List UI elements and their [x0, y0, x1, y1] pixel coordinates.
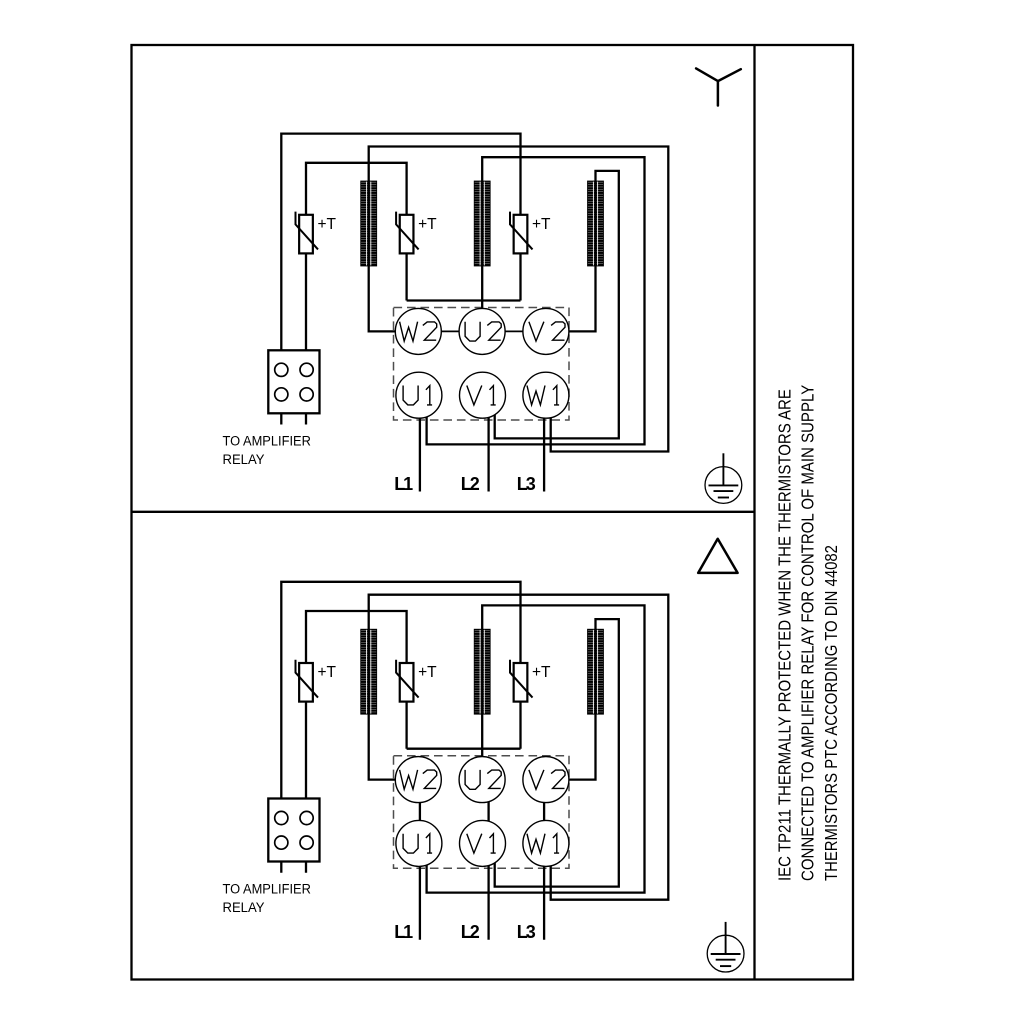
svg-text:+T: +T — [532, 664, 551, 681]
svg-text:RELAY: RELAY — [223, 900, 265, 915]
svg-text:L3: L3 — [517, 474, 536, 494]
svg-text:TO AMPLIFIER: TO AMPLIFIER — [223, 881, 312, 897]
svg-text:IEC TP211 THERMALLY PROTECTED: IEC TP211 THERMALLY PROTECTED WHEN THE T… — [775, 389, 794, 881]
svg-text:+T: +T — [532, 216, 551, 233]
svg-text:L2: L2 — [461, 474, 480, 494]
svg-text:L1: L1 — [394, 474, 413, 494]
svg-text:TO AMPLIFIER: TO AMPLIFIER — [223, 433, 312, 449]
svg-text:L1: L1 — [394, 922, 413, 942]
svg-text:RELAY: RELAY — [223, 451, 265, 466]
svg-text:L2: L2 — [461, 922, 480, 942]
svg-text:+T: +T — [418, 664, 437, 681]
svg-text:+T: +T — [318, 664, 337, 681]
svg-text:+T: +T — [318, 216, 337, 233]
svg-text:L3: L3 — [517, 922, 536, 942]
svg-text:THERMISTORS PTC ACCORDING TO D: THERMISTORS PTC ACCORDING TO DIN 44082 — [822, 545, 841, 881]
svg-text:CONNECTED TO AMPLIFIER RELAY F: CONNECTED TO AMPLIFIER RELAY FOR CONTROL… — [799, 385, 818, 881]
svg-text:+T: +T — [418, 216, 437, 233]
